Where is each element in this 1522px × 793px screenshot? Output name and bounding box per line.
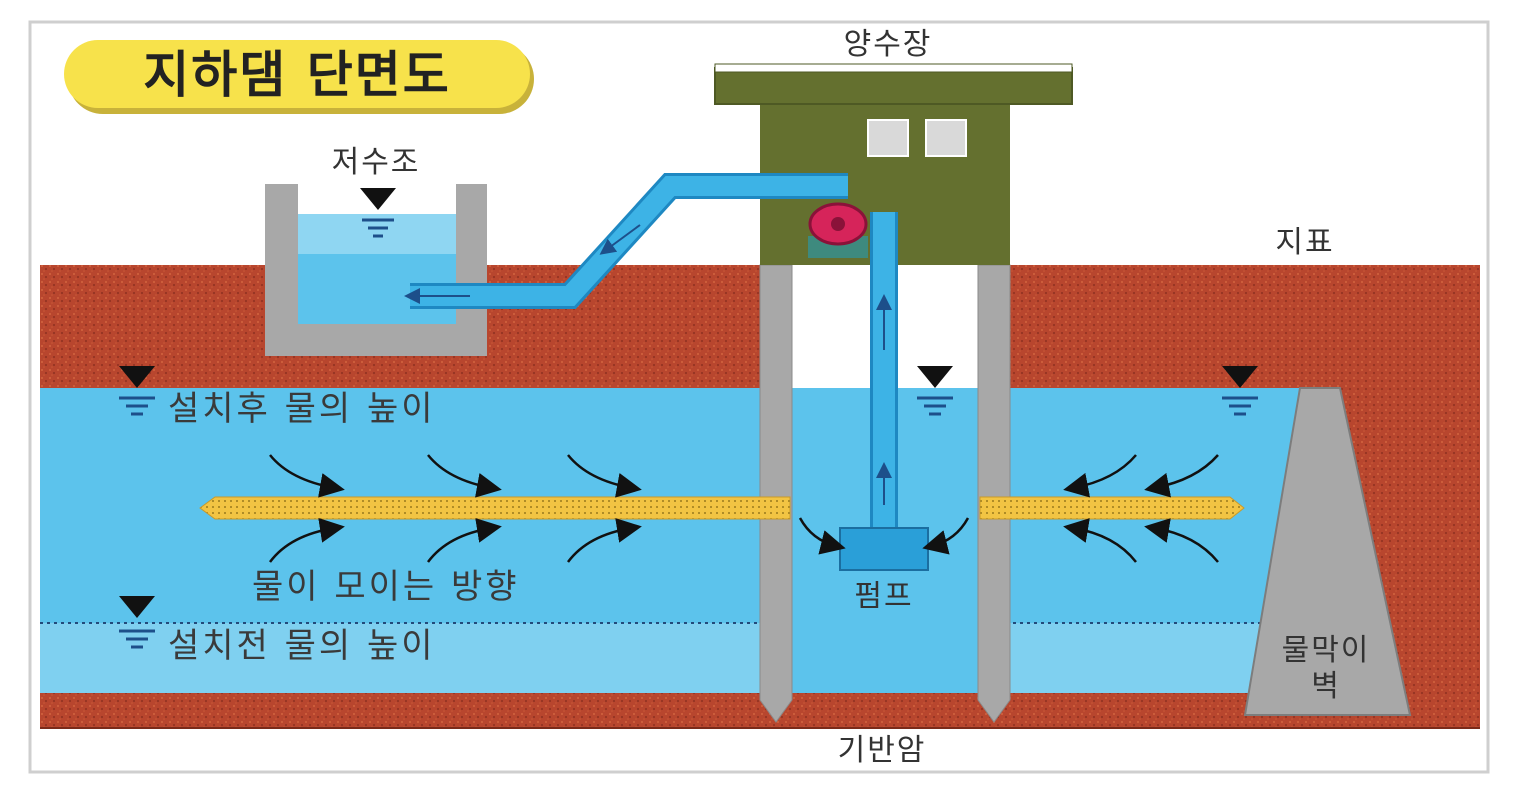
- aquifer-lower: [40, 623, 1310, 693]
- water-level-icon-after: [119, 366, 155, 416]
- label-water-level-after: 설치후 물의 높이: [168, 389, 436, 429]
- label-pump-house: 양수장: [844, 27, 933, 62]
- label-ground-surface: 지표: [1275, 225, 1334, 260]
- label-cutoff-wall-line2: 벽: [1311, 669, 1341, 704]
- cutoff-wall: [1243, 387, 1412, 716]
- water-level-icon-before: [119, 596, 155, 649]
- collector-pipe-right: [979, 496, 1245, 520]
- discharge-pipe: [404, 173, 848, 309]
- label-cutoff-wall-line1: 물막이: [1282, 633, 1371, 668]
- pump-motor: [808, 202, 868, 258]
- water-level-icon-well: [917, 366, 953, 416]
- submersible-pump: [839, 527, 929, 571]
- window-left: [867, 119, 909, 157]
- label-flow-direction: 물이 모이는 방향: [252, 567, 520, 607]
- collector-pipe-left: [199, 496, 791, 520]
- reservoir-tank: [265, 184, 487, 356]
- label-water-level-before: 설치전 물의 높이: [168, 626, 436, 666]
- label-pump: 펌프: [854, 579, 913, 614]
- label-bedrock: 기반암: [838, 733, 927, 768]
- riser-pipe: [870, 212, 898, 532]
- diagram-title: 지하댐 단면도: [143, 46, 450, 104]
- water-level-icon-wall: [1222, 366, 1258, 416]
- title-badge: 지하댐 단면도: [64, 40, 534, 114]
- flow-arrows: [268, 454, 1219, 563]
- window-right: [925, 119, 967, 157]
- water-level-icon-reservoir: [360, 188, 396, 238]
- label-reservoir: 저수조: [332, 145, 421, 180]
